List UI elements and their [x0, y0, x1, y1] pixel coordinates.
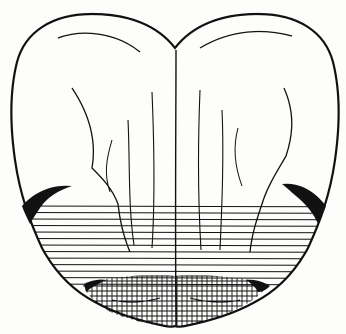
horizontal-hatch-band [0, 206, 346, 285]
right-notch-shade [282, 184, 326, 224]
right-inner-fold [250, 88, 292, 252]
bottom-crease-left [112, 298, 160, 302]
bottom-crease-right [190, 298, 240, 302]
hatch-line [0, 239, 346, 240]
hatch-line [0, 226, 346, 227]
hatch-line [0, 245, 346, 246]
hatch-line [0, 284, 346, 285]
hatch-line [0, 252, 346, 253]
right-upper-curve [200, 32, 292, 48]
left-upper-curve [58, 33, 140, 52]
left-inner-fold [72, 88, 130, 252]
hatch-line [0, 271, 346, 272]
left-notch-shade [22, 186, 72, 224]
hatch-line [0, 232, 346, 233]
left-stem [152, 92, 154, 248]
hatch-line [0, 278, 346, 279]
hatch-line [0, 219, 346, 220]
right-small-curve [235, 128, 242, 186]
hatch-line [0, 206, 346, 207]
hatch-line [0, 258, 346, 259]
hatch-line [0, 213, 346, 214]
right-inner-fold-2 [220, 110, 223, 250]
